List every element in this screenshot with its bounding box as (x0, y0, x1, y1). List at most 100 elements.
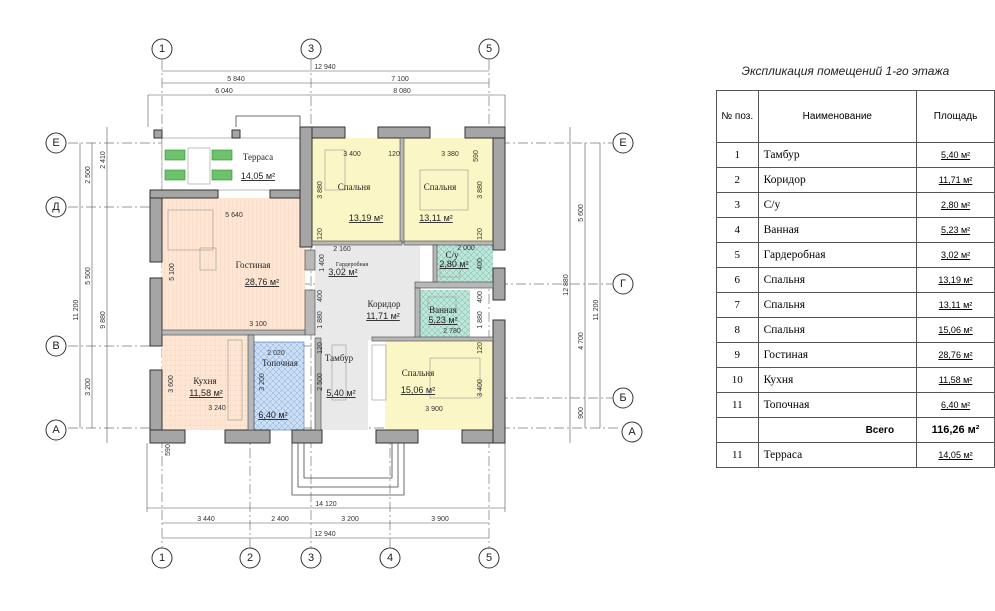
svg-text:8 080: 8 080 (393, 88, 411, 95)
svg-text:2 400: 2 400 (271, 516, 289, 523)
svg-text:3 400: 3 400 (477, 379, 484, 397)
axis-marker-right-b: Б (612, 387, 634, 409)
svg-text:400: 400 (317, 290, 324, 302)
row-number: 6 (716, 267, 759, 293)
row-number: 2 (716, 167, 759, 193)
svg-text:3 200: 3 200 (341, 516, 359, 523)
svg-text:5 600: 5 600 (578, 204, 585, 222)
row-area: 28,76 м² (916, 342, 995, 368)
room-wardrobe-area: 3,02 м² (328, 267, 357, 277)
axis-marker-left-a: А (45, 419, 67, 441)
row-area: 5,40 м² (916, 142, 995, 168)
svg-text:3 380: 3 380 (441, 151, 459, 158)
row-name: Кухня (757, 367, 918, 393)
row-number: 4 (716, 217, 759, 243)
room-vestibule-name: Тамбур (325, 353, 354, 363)
svg-text:2 500: 2 500 (317, 373, 324, 391)
svg-text:Б: Б (619, 392, 626, 404)
header-name: Наименование (757, 90, 918, 143)
svg-text:14 120: 14 120 (315, 501, 337, 508)
row-name: Спальня (757, 267, 918, 293)
svg-text:5: 5 (486, 43, 492, 55)
room-terrace-area: 14,05 м² (241, 171, 275, 181)
row-area: 15,06 м² (916, 317, 995, 343)
row-number: 7 (716, 292, 759, 318)
room-terrace-name: Терраса (243, 152, 273, 162)
row-number: 8 (716, 317, 759, 343)
room-bath-area: 5,23 м² (428, 315, 457, 325)
axis-marker-left-d: Д (45, 196, 67, 218)
row-area: 2,80 м² (916, 192, 995, 218)
header-number: № поз. (716, 90, 759, 143)
svg-text:В: В (52, 340, 59, 352)
axis-marker-right-a: А (621, 421, 643, 443)
svg-text:120: 120 (388, 151, 400, 158)
svg-text:4 700: 4 700 (578, 332, 585, 350)
axis-marker-bottom-4: 4 (379, 547, 401, 569)
room-living-name: Гостиная (236, 260, 271, 270)
axis-marker-top-1: 1 (151, 38, 173, 60)
axis-marker-right-g: Г (612, 273, 634, 295)
furniture (164, 147, 481, 421)
table-row: 11 Терраса 14,05 м² (716, 442, 995, 468)
row-area: 13,19 м² (916, 267, 995, 293)
total-value: 116,26 м² (916, 417, 995, 443)
row-number: 1 (716, 142, 759, 168)
room-bedroom6-area: 13,19 м² (349, 213, 383, 223)
svg-text:5 500: 5 500 (85, 267, 92, 285)
room-wardrobe-name: Гардеробная (336, 261, 369, 268)
svg-text:1: 1 (159, 552, 165, 564)
svg-text:590: 590 (165, 444, 172, 456)
svg-text:2 020: 2 020 (267, 350, 285, 357)
room-labels: Терраса 14,05 м² Спальня 13,19 м² Спальн… (189, 152, 468, 420)
row-name: Ванная (757, 217, 918, 243)
svg-text:5 100: 5 100 (169, 263, 176, 281)
svg-text:3 900: 3 900 (425, 406, 443, 413)
room-boiler-area: 6,40 м² (258, 410, 287, 420)
svg-text:120: 120 (317, 228, 324, 240)
room-boiler-name: Топочная (262, 358, 298, 368)
axis-marker-left-e: Е (45, 132, 67, 154)
room-wc-area: 2,80 м² (439, 259, 468, 269)
header-area: Площадь (916, 90, 995, 143)
svg-text:120: 120 (477, 342, 484, 354)
row-name: Гостиная (757, 342, 918, 368)
svg-text:4: 4 (387, 552, 393, 564)
svg-text:3 240: 3 240 (208, 405, 226, 412)
svg-text:1: 1 (159, 43, 165, 55)
room-kitchen-area: 11,58 м² (189, 388, 223, 398)
svg-text:А: А (628, 426, 636, 438)
row-area: 11,71 м² (916, 167, 995, 193)
svg-text:1 400: 1 400 (319, 254, 326, 272)
svg-text:7 100: 7 100 (391, 76, 409, 83)
row-area: 5,23 м² (916, 217, 995, 243)
room-vestibule-area: 5,40 м² (326, 388, 355, 398)
row-number: 3 (716, 192, 759, 218)
room-bedroom7-area: 13,11 м² (419, 213, 453, 223)
svg-text:3 440: 3 440 (197, 516, 215, 523)
svg-text:3 200: 3 200 (259, 373, 266, 391)
row-name: Спальня (757, 292, 918, 318)
room-bath-name: Ванная (429, 305, 457, 315)
svg-text:3: 3 (308, 552, 314, 564)
svg-text:2 160: 2 160 (333, 246, 351, 253)
svg-text:2 410: 2 410 (100, 151, 107, 169)
room-corridor-area: 11,71 м² (366, 311, 400, 321)
dimension-labels: 12 940 5 840 7 100 6 040 8 080 14 120 3 … (73, 64, 600, 538)
room-corridor-name: Коридор (368, 299, 401, 309)
room-kitchen-name: Кухня (193, 376, 216, 386)
dimension-lines (79, 70, 601, 539)
room-bedroom8-name: Спальня (402, 368, 434, 378)
row-name: Спальня (757, 317, 918, 343)
svg-text:2 000: 2 000 (457, 245, 475, 252)
row-number: 11 (716, 392, 759, 418)
